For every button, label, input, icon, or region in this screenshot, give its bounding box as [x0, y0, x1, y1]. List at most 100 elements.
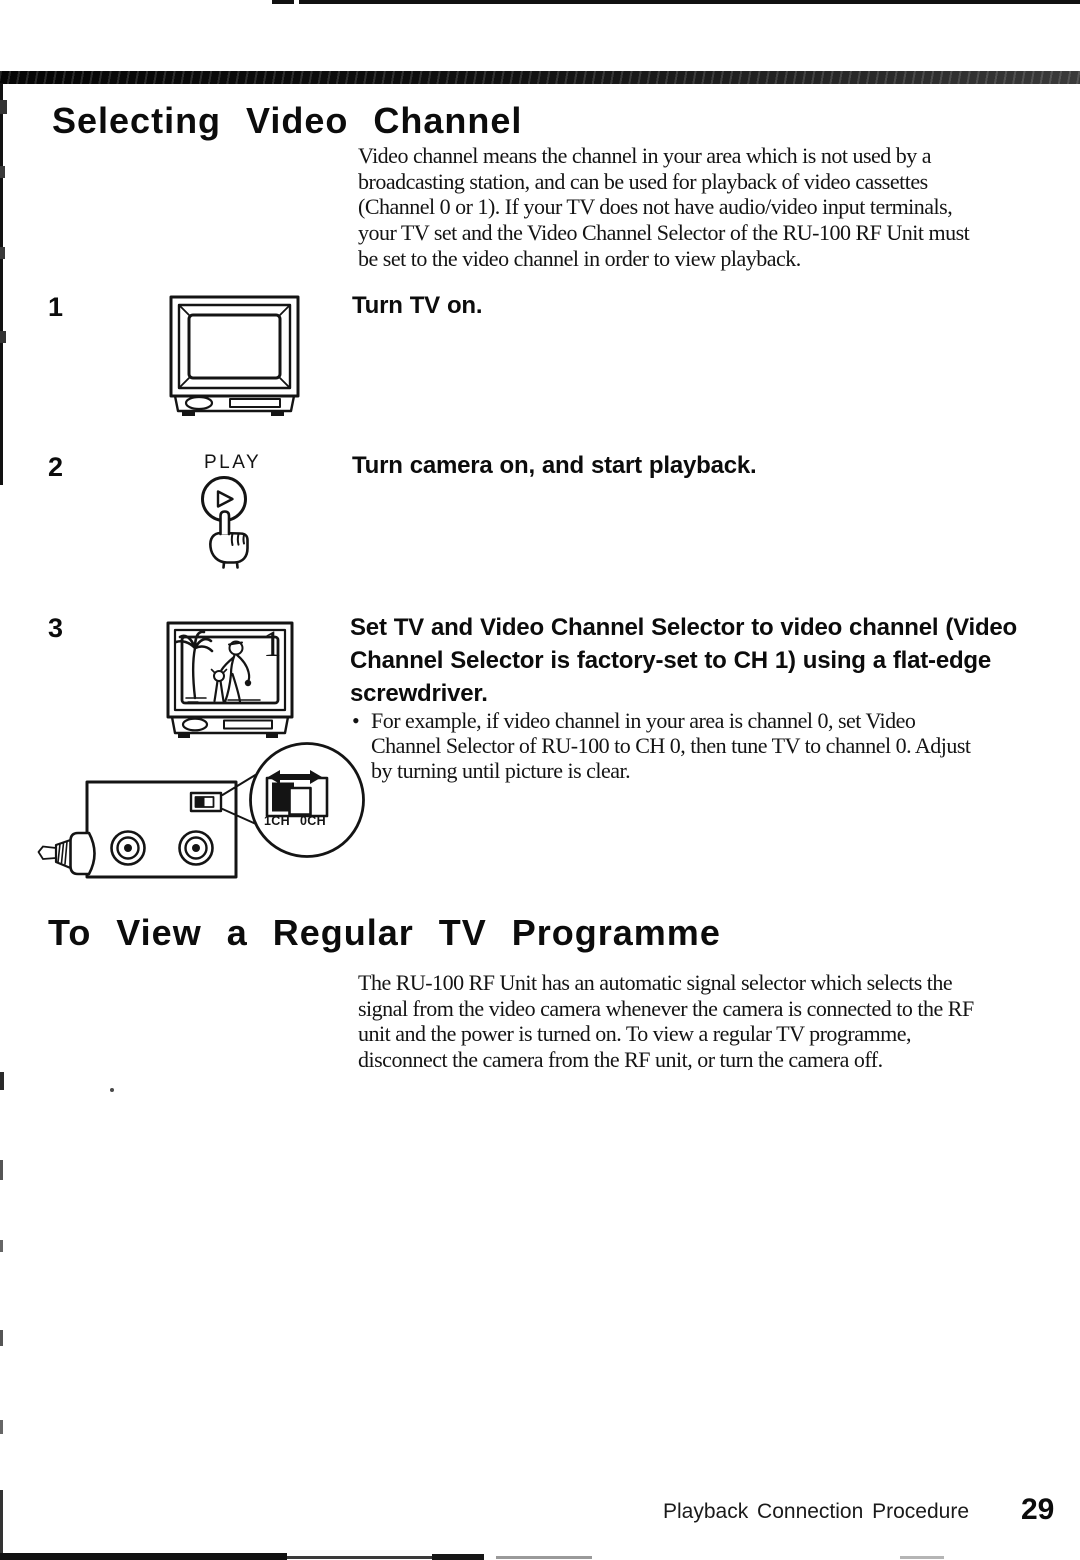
step-3-heading: Set TV and Video Channel Selector to vid… [350, 611, 1017, 710]
tv-knob [181, 717, 209, 732]
left-edge-mark [0, 1330, 3, 1346]
footer-section-label: Playback Connection Procedure [663, 1500, 970, 1523]
page-number: 29 [1021, 1493, 1055, 1526]
intro-line: broadcasting station, and can be used fo… [358, 168, 928, 194]
switch-detail-knob [288, 786, 312, 816]
left-edge-mark [0, 1420, 3, 1434]
tv-bezel [177, 303, 292, 390]
pointing-finger [219, 510, 231, 536]
direction-arrow-shaft [278, 774, 312, 780]
coax-pin [37, 845, 57, 860]
step-3-heading-line: screwdriver. [350, 680, 488, 707]
rf-unit-illustration [37, 742, 365, 879]
rf-connector-right-ring [184, 836, 208, 860]
ground-lines [185, 697, 261, 703]
step-1-heading: Turn TV on. [352, 292, 483, 319]
bezel-corner-lines [178, 304, 291, 389]
palm-tree-fronds [174, 630, 214, 653]
tv-screen [187, 313, 282, 380]
paragraph-line: unit and the power is turned on. To view… [358, 1021, 911, 1047]
play-triangle-icon [216, 490, 234, 508]
rf-connector-right [178, 830, 214, 866]
tv-set-illustration [169, 295, 300, 416]
left-edge-mark [0, 1072, 4, 1090]
step-3-heading-line: Channel Selector is factory-set to CH 1)… [350, 647, 992, 674]
coax-thread-lines [57, 840, 68, 865]
child-head [213, 670, 225, 682]
step-3-heading-line: Set TV and Video Channel Selector to vid… [350, 614, 1018, 641]
intro-line: Video channel means the channel in your … [358, 143, 932, 168]
tv-panel-slot [229, 398, 281, 408]
tv-knob [184, 395, 214, 411]
man-legs [223, 672, 242, 704]
curled-fingers-lines [230, 532, 245, 546]
bullet-line: For example, if video channel in your ar… [371, 708, 916, 733]
bottom-edge-segment [432, 1554, 484, 1560]
left-edge-mark [0, 1160, 3, 1180]
top-edge-rule-segment [272, 0, 294, 4]
intro-line: (Channel 0 or 1). If your TV does not ha… [358, 194, 953, 220]
tv-foot [271, 411, 284, 416]
bottom-edge-rule [0, 1553, 287, 1560]
pointing-hand-fist [209, 531, 249, 564]
tv-panel-slot [223, 719, 273, 730]
bullet-line: Channel Selector of RU-100 to CH 0, then… [371, 733, 971, 759]
rf-connector-left [110, 830, 146, 866]
tv-foot [266, 733, 278, 738]
left-edge-mark [0, 1240, 3, 1252]
bullet-line: by turning until picture is clear. [371, 758, 631, 784]
left-edge-mark [0, 331, 6, 343]
bottom-edge-segment [496, 1556, 592, 1559]
header-rule-bar [0, 71, 1080, 84]
bottom-edge-segment [287, 1556, 432, 1559]
tv-screen [180, 635, 280, 705]
section-title-regular-tv-programme: To View a Regular TV Programme [48, 912, 721, 953]
left-page-edge-upper [0, 83, 3, 485]
rf-unit-body [85, 780, 238, 879]
wrist-lines [222, 561, 239, 569]
left-page-edge-lower [0, 1490, 3, 1560]
bottom-edge-segment [900, 1556, 944, 1559]
paragraph-line: The RU-100 RF Unit has an automatic sign… [358, 970, 953, 995]
callout-wedge-lines [221, 773, 258, 825]
play-button-label: PLAY [204, 452, 262, 473]
man-hand [244, 679, 252, 687]
tv-base [170, 715, 290, 735]
man-body [220, 653, 251, 683]
step-3-bullet-note: • For example, if video channel in your … [352, 708, 971, 784]
section-title-selecting-video-channel: Selecting Video Channel [52, 100, 523, 141]
tv-foot [178, 733, 190, 738]
rf-connector-right-pin [192, 844, 200, 852]
intro-line: be set to the video channel in order to … [358, 245, 801, 271]
step-2-heading: Turn camera on, and start playback. [352, 452, 757, 479]
bullet-marker: • [352, 708, 360, 733]
tv-with-picture-illustration [166, 621, 294, 738]
channel-selector-switch [189, 791, 223, 813]
scan-speck [110, 1088, 114, 1092]
child-pigtails [210, 668, 228, 674]
palm-tree-trunk [191, 646, 197, 700]
bullet-text: For example, if video channel in your ar… [371, 708, 971, 784]
man-hat-line [228, 641, 243, 646]
top-edge-rule [299, 0, 1080, 4]
left-edge-mark [0, 247, 5, 259]
coax-plug [69, 831, 96, 876]
paragraph-line: signal from the video camera whenever th… [358, 995, 974, 1021]
left-edge-mark [0, 100, 7, 114]
tv-foot [182, 411, 195, 416]
man-head [228, 640, 244, 656]
channel-selector-knob-small [195, 797, 205, 807]
direction-arrow-heads [268, 770, 322, 784]
tv-base [173, 394, 296, 413]
rf-connector-left-pin [124, 844, 132, 852]
intro-paragraph: Video channel means the channel in your … [358, 143, 970, 271]
regular-tv-paragraph: The RU-100 RF Unit has an automatic sign… [358, 970, 974, 1073]
step-1-number: 1 [48, 292, 64, 322]
step-2-number: 2 [48, 452, 64, 482]
child-body [213, 679, 225, 703]
left-edge-mark [0, 166, 5, 178]
paragraph-line: disconnect the camera from the RF unit, … [358, 1047, 883, 1073]
rf-connector-left-ring [116, 836, 140, 860]
intro-line: your TV set and the Video Channel Select… [358, 220, 970, 246]
tv-screen-channel-digit: 1 [263, 624, 282, 665]
